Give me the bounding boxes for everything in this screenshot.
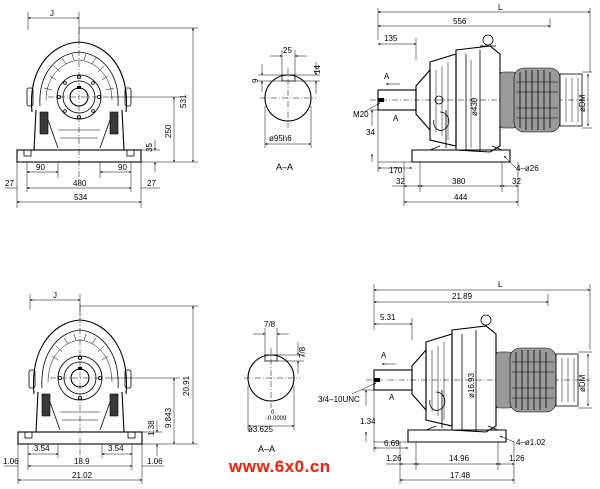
- side-dim-444: 444: [454, 193, 468, 202]
- imp-sec-tol-upper: 0: [271, 410, 275, 416]
- side-holes: 4–ø26: [516, 164, 539, 173]
- dim-35: 35: [145, 143, 154, 152]
- metric-front-view: J: [5, 9, 198, 208]
- imp-dim-138: 1.38: [147, 420, 156, 436]
- sec-label-aa: A–A: [276, 162, 293, 172]
- dim-534: 534: [74, 193, 88, 202]
- imp-sec-tol-lower: -0.0009: [266, 416, 287, 422]
- motor-body: [513, 67, 561, 133]
- imp-side-dim-134: 1.34: [360, 417, 376, 426]
- dim-27-left: 27: [5, 179, 14, 188]
- imp-dim-354-right: 3.54: [108, 444, 124, 453]
- dim-27-right: 27: [147, 179, 156, 188]
- imp-motor-fan-cover: [555, 353, 579, 407]
- dim-480: 480: [73, 179, 87, 188]
- imp-motor-body: [509, 347, 557, 413]
- imp-bolt-holes: [58, 355, 103, 400]
- imp-side-dim-1748: 17.48: [450, 471, 471, 480]
- bolt-holes: [57, 75, 102, 120]
- side-dim-135: 135: [384, 34, 398, 43]
- imperial-side-view: L 21.89 5.31 A A 3/4–10UNC ø16.93: [318, 280, 592, 484]
- imp-dim-106-right: 1.06: [147, 457, 163, 466]
- side-dim-170: 170: [389, 166, 403, 175]
- imp-sec-78-top: 7/8: [264, 320, 276, 329]
- imp-dim-2091: 20.91: [182, 375, 191, 396]
- imp-side-cut-a1: A: [381, 351, 387, 360]
- imp-side-dim-l: L: [498, 280, 503, 289]
- imp-side-dim-669: 6.69: [384, 439, 400, 448]
- imp-dim-189: 18.9: [74, 457, 90, 466]
- imp-side-dim-126-left: 1.26: [386, 454, 402, 463]
- imp-sec-78-side: 7/8: [298, 346, 307, 358]
- imp-fan-ribs: [51, 333, 109, 361]
- imp-side-dim-531: 5.31: [380, 313, 396, 322]
- imp-side-dia-1693: ø16.93: [467, 373, 476, 398]
- imp-dim-106-left: 1.06: [3, 457, 19, 466]
- imp-lifting-eye: [480, 314, 492, 326]
- sec-dim-9: 9: [251, 78, 260, 83]
- imp-side-cut-a2: A: [389, 393, 395, 402]
- imp-dim-354-left: 3.54: [34, 444, 50, 453]
- watermark: www.6x0.cn: [228, 457, 331, 476]
- motor-fan-cover: [559, 73, 583, 127]
- imp-sec-label-aa: A–A: [258, 444, 275, 454]
- imp-side-dim-2189: 21.89: [452, 292, 473, 301]
- side-dim-l: L: [498, 3, 503, 12]
- side-base: [411, 149, 511, 163]
- imperial-section-view: 7/8 7/8 ø3.625 0 -0.0009 A–A: [244, 320, 307, 454]
- dim-90-left: 90: [36, 163, 45, 172]
- dim-j: J: [50, 9, 54, 18]
- side-dim-32-right: 32: [512, 177, 521, 186]
- sec-dim-14: 14: [313, 65, 322, 74]
- imp-side-thread: 3/4–10UNC: [318, 395, 360, 404]
- imp-dim-2102: 21.02: [72, 471, 93, 480]
- motor-flange: [499, 71, 517, 129]
- imp-side-base: [407, 429, 507, 443]
- keyway: [77, 86, 81, 89]
- sec-dim-25: 25: [283, 46, 292, 55]
- imp-side-dim-1496: 14.96: [449, 454, 470, 463]
- imp-dim-9843: 9.843: [164, 407, 173, 428]
- side-cut-a2: A: [393, 114, 399, 123]
- side-cut-a1: A: [384, 72, 390, 81]
- motor-fins: [516, 70, 558, 130]
- side-dia-dm: øDM: [578, 94, 587, 112]
- dim-531: 531: [179, 94, 188, 108]
- imperial-front-view: J 20.91 9.843: [3, 291, 198, 484]
- imp-side-dia-dm: øDM: [578, 374, 587, 392]
- side-dim-556: 556: [453, 17, 467, 26]
- side-dim-34: 34: [366, 128, 375, 137]
- imp-base-plate: [17, 431, 143, 445]
- dim-90-right: 90: [118, 163, 127, 172]
- side-dim-32-left: 32: [396, 177, 405, 186]
- sec-dia-95: ø95h6: [269, 134, 292, 143]
- imp-motor-flange: [495, 351, 513, 409]
- metric-side-view: L 556 135 A A M20 ø430: [353, 3, 592, 206]
- lifting-eye: [482, 34, 494, 46]
- side-dia-430: ø430: [470, 97, 479, 116]
- side-thread-m20: M20: [353, 110, 369, 119]
- imp-motor-fins: [512, 350, 554, 410]
- dim-250: 250: [164, 124, 173, 138]
- fan-ribs: [43, 53, 115, 91]
- side-dim-380: 380: [452, 177, 466, 186]
- imp-dim-j: J: [53, 291, 57, 300]
- imp-side-holes: 4–ø1.02: [516, 438, 546, 447]
- imp-sec-dia: ø3.625: [248, 425, 273, 434]
- imp-side-dim-126-right: 1.26: [509, 454, 525, 463]
- metric-section-view: 25 14 9 ø95h6 A–A: [251, 46, 322, 172]
